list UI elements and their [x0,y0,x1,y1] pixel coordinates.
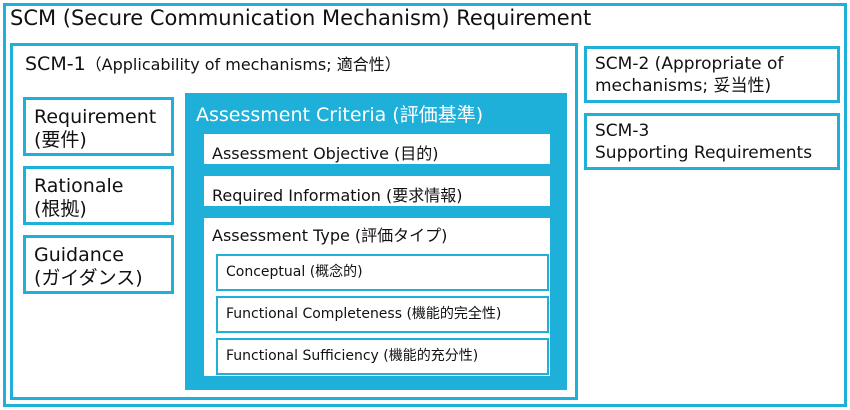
scm3-label: SCM-3 [595,121,650,141]
requirement-box: Requirement (要件) [23,97,174,156]
scm2-box: SCM-2 (Appropriate of mechanisms; 妥当性) [584,46,840,103]
scm2-label: SCM-2 (Appropriate of [595,54,784,74]
guidance-label-ja: (ガイダンス) [34,267,143,289]
assessment-criteria-box: Assessment Criteria (評価基準) Assessment Ob… [185,93,567,390]
scm3-label-cont: Supporting Requirements [595,143,813,163]
type-functional-completeness: Functional Completeness (機能的完全性) [216,296,549,333]
type-functional-sufficiency: Functional Sufficiency (機能的充分性) [216,338,549,375]
required-information-label: Required Information (要求情報) [212,186,463,205]
scm1-title: SCM-1（Applicability of mechanisms; 適合性） [25,51,401,75]
requirement-label: Requirement [34,106,157,128]
rationale-box: Rationale (根拠) [23,166,174,225]
assessment-objective-box: Assessment Objective (目的) [202,132,552,166]
requirement-label-ja: (要件) [34,129,87,151]
assessment-objective-label: Assessment Objective (目的) [212,144,439,163]
assessment-criteria-title: Assessment Criteria (評価基準) [196,104,484,126]
type-conceptual: Conceptual (概念的) [216,254,549,291]
rationale-label-ja: (根拠) [34,198,87,220]
scm3-box: SCM-3 Supporting Requirements [584,113,840,170]
scm2-label-cont: mechanisms; 妥当性) [595,76,772,96]
guidance-box: Guidance (ガイダンス) [23,235,174,294]
diagram-title: SCM (Secure Communication Mechanism) Req… [10,6,592,30]
rationale-label: Rationale [34,175,124,197]
scm1-subtitle: （Applicability of mechanisms; 適合性） [85,55,401,74]
guidance-label: Guidance [34,244,124,266]
scm1-label: SCM-1 [25,53,86,75]
assessment-type-box: Assessment Type (評価タイプ) Conceptual (概念的)… [202,216,552,378]
required-information-box: Required Information (要求情報) [202,174,552,208]
assessment-type-label: Assessment Type (評価タイプ) [212,226,448,245]
